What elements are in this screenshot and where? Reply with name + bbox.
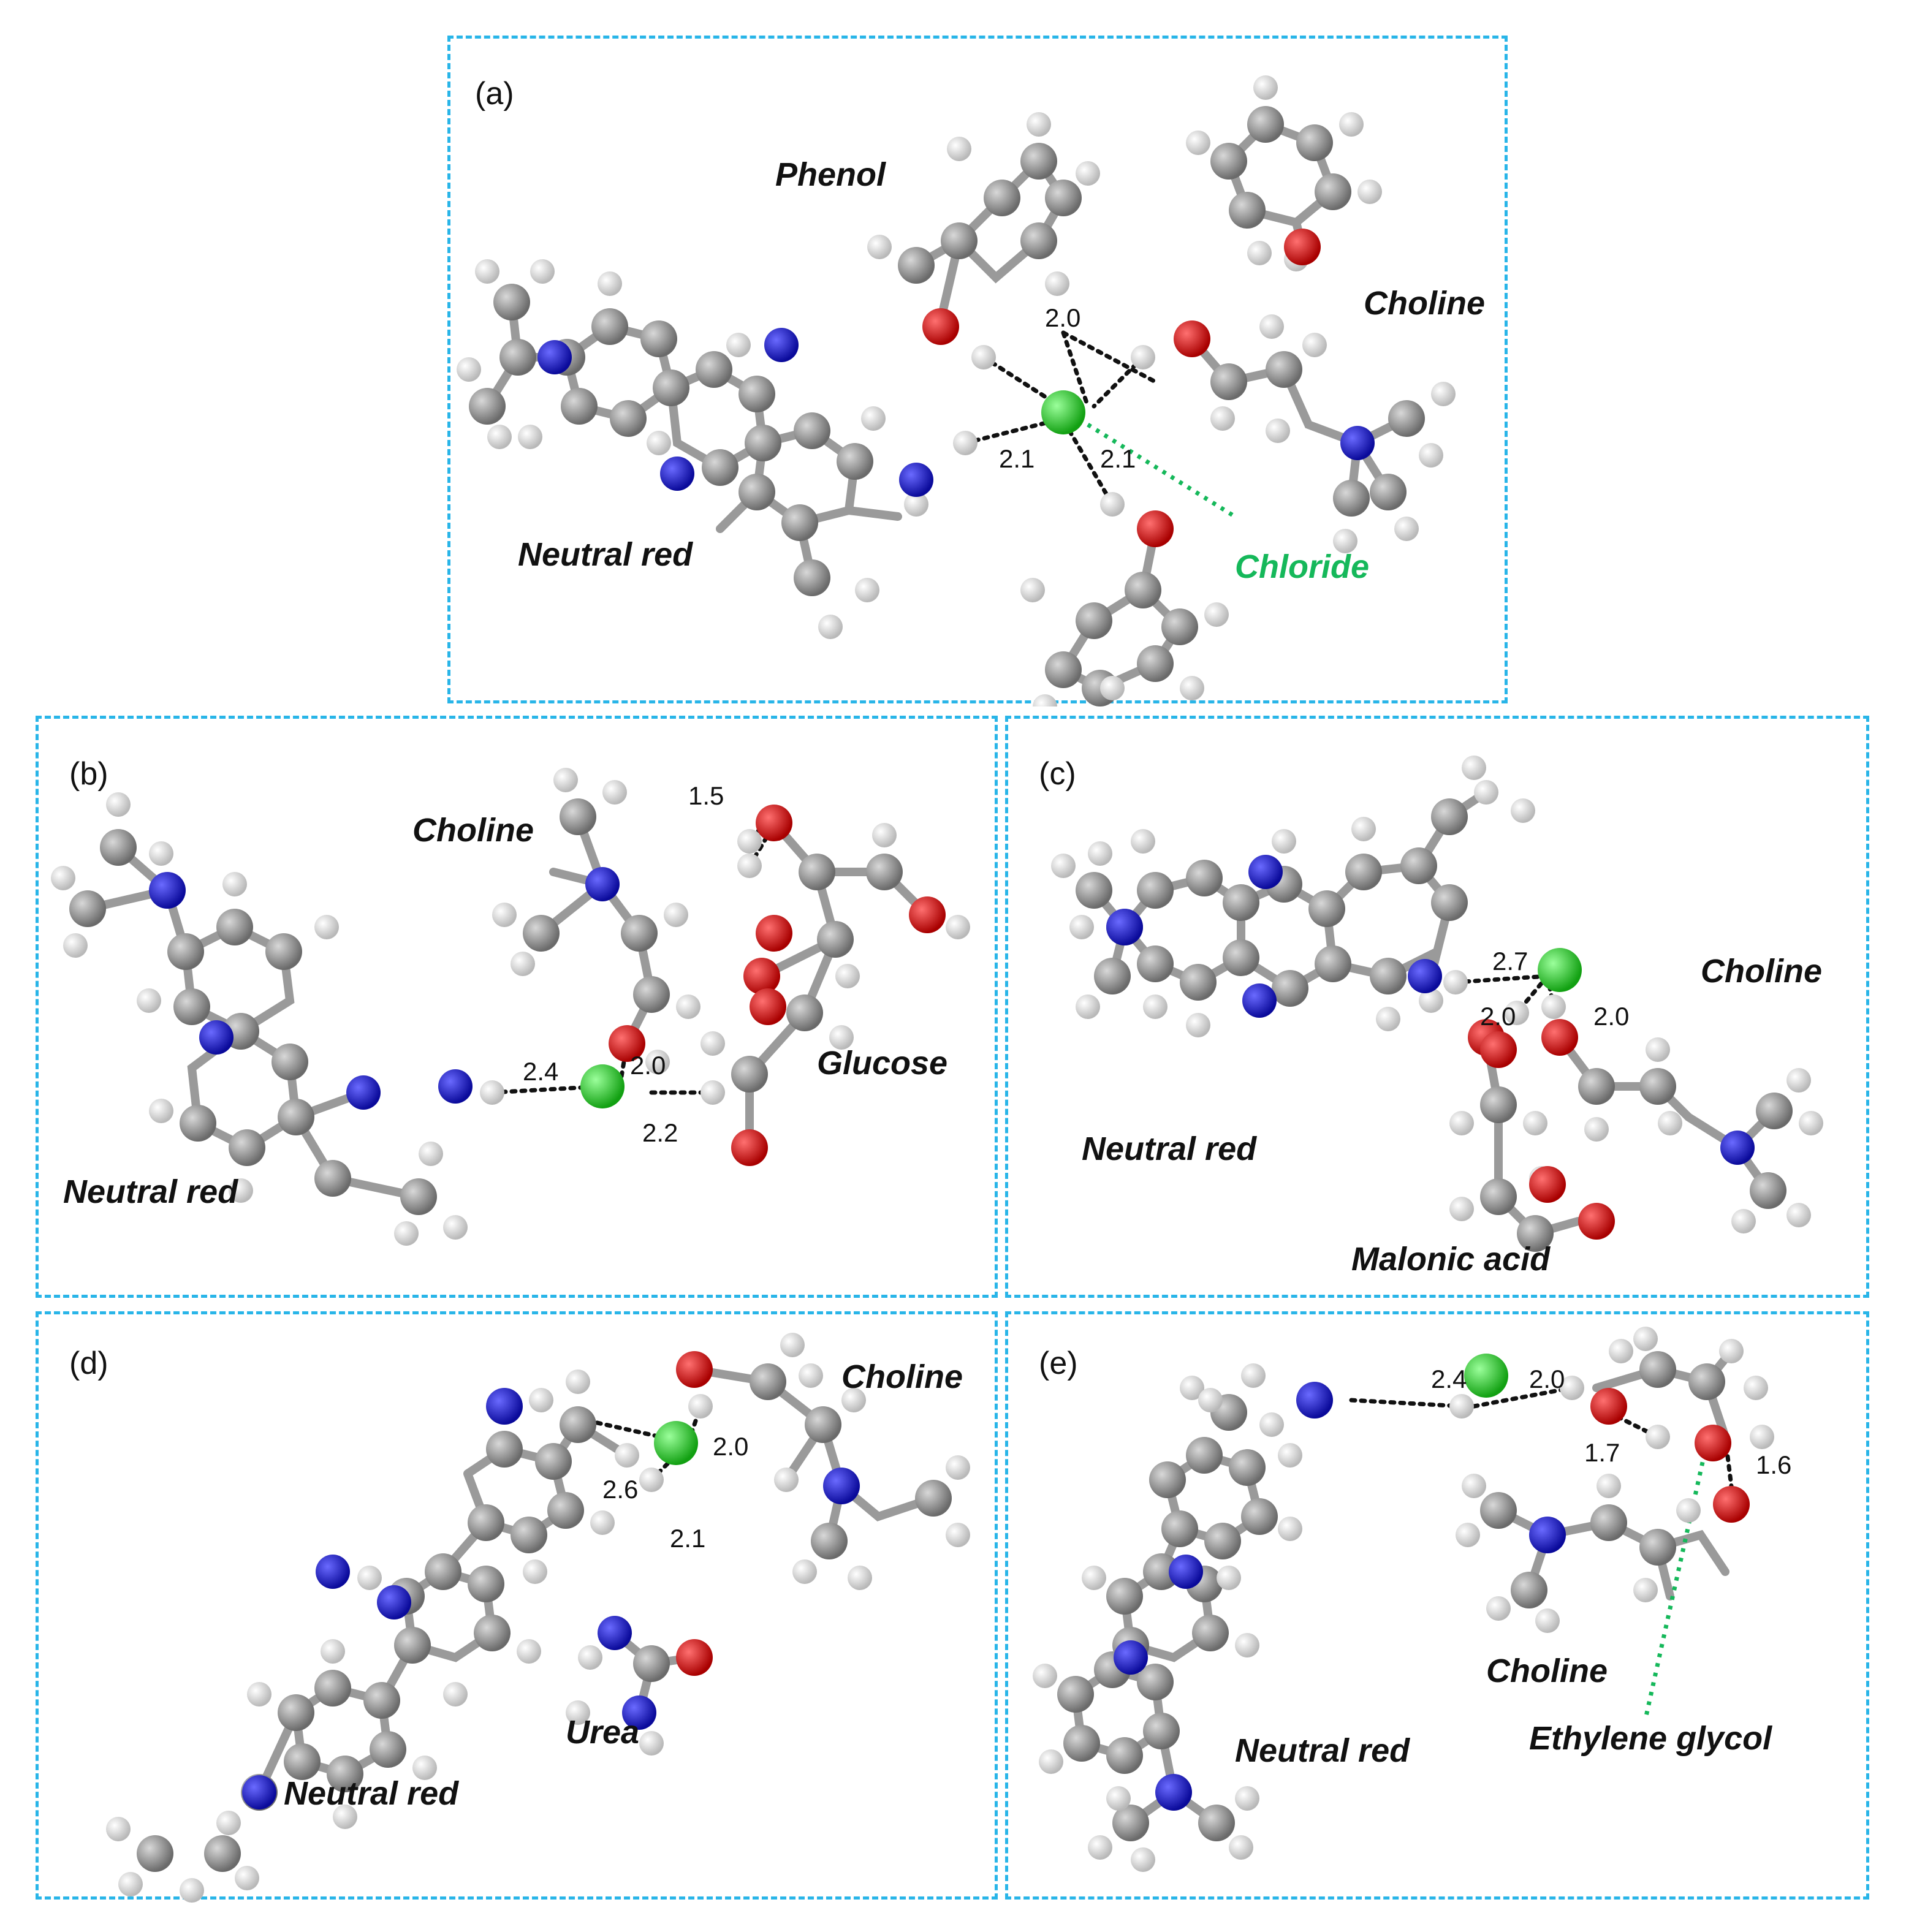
panel-d-label: (d) (69, 1346, 108, 1381)
distance-label: 2.7 (1492, 947, 1528, 975)
panel-c-diagram: Choline Neutral red Malonic acid 2.7 2.0… (1051, 756, 1823, 1278)
panel-b-label: (b) (69, 756, 108, 792)
distance-label: 2.1 (999, 444, 1035, 473)
oxygen-atoms (676, 1351, 713, 1676)
ethylene-glycol-pointer (1643, 1442, 1709, 1719)
distance-label: 2.0 (630, 1051, 666, 1080)
distance-label: 1.5 (688, 781, 724, 810)
hydrogen-atoms (1033, 1327, 1774, 1872)
oxygen-atoms (1468, 1019, 1615, 1240)
label-neutral-red: Neutral red (284, 1775, 459, 1812)
label-glucose: Glucose (817, 1045, 947, 1082)
panel-c: (c) (1005, 716, 1869, 1298)
hydrogen-atoms (106, 1333, 970, 1903)
panel-e-label: (e) (1039, 1346, 1078, 1381)
oxygen-atoms (1590, 1388, 1750, 1523)
panel-a-label: (a) (475, 76, 514, 112)
panel-b-diagram: Choline Glucose Neutral red 1.5 2.4 2.0 … (51, 768, 970, 1246)
label-neutral-red: Neutral red (1082, 1131, 1257, 1167)
oxygen-atoms (609, 805, 946, 1166)
hydrogen-atoms (51, 768, 970, 1246)
nitrogen-atoms (242, 1388, 860, 1809)
label-neutral-red: Neutral red (518, 536, 693, 573)
carbon-atoms (69, 798, 903, 1215)
carbon-atoms (469, 106, 1425, 707)
label-urea: Urea (566, 1714, 639, 1751)
distance-label: 2.0 (1480, 1002, 1516, 1031)
label-choline: Choline (1701, 953, 1822, 990)
hydrogen-bonds (1349, 1385, 1734, 1488)
panel-b: (b) (36, 716, 998, 1298)
panel-e-diagram: Choline Neutral red Ethylene glycol 2.4 … (1033, 1327, 1791, 1872)
distance-label: 2.0 (1529, 1365, 1565, 1393)
chloride-atom (1464, 1354, 1508, 1398)
label-choline: Choline (1486, 1653, 1608, 1689)
panel-e: (e) (1005, 1311, 1869, 1900)
panel-a-diagram: Phenol Choline Neutral red Chloride 2.0 … (457, 75, 1485, 707)
label-neutral-red: Neutral red (63, 1173, 238, 1210)
nitrogen-atoms (537, 328, 1375, 497)
panel-d-diagram: Choline Urea Neutral red 2.0 2.6 2.1 (106, 1333, 970, 1903)
label-malonic-acid: Malonic acid (1351, 1241, 1551, 1278)
label-neutral-red: Neutral red (1235, 1732, 1410, 1769)
panel-d: (d) (36, 1311, 998, 1903)
distance-label: 2.1 (1100, 444, 1136, 473)
distance-label: 2.0 (713, 1432, 748, 1461)
distance-label: 2.4 (523, 1057, 558, 1086)
carbon-atoms (1076, 798, 1793, 1252)
chloride-atom (654, 1421, 698, 1465)
distance-label: 2.2 (642, 1118, 678, 1147)
hydrogen-atoms (457, 75, 1456, 707)
distance-label: 1.6 (1756, 1450, 1791, 1479)
hydrogen-atoms (1051, 756, 1823, 1233)
label-chloride: Chloride (1235, 548, 1369, 585)
distance-label: 1.7 (1584, 1438, 1620, 1467)
distance-label: 2.0 (1593, 1002, 1629, 1031)
distance-label: 2.4 (1431, 1365, 1467, 1393)
label-choline: Choline (1364, 285, 1485, 322)
nitrogen-atoms (1106, 855, 1755, 1165)
distance-label: 2.1 (670, 1524, 705, 1553)
chloride-atom (1538, 948, 1582, 992)
label-choline: Choline (412, 812, 534, 849)
label-ethylene-glycol: Ethylene glycol (1529, 1720, 1772, 1757)
oxygen-atoms (922, 229, 1321, 547)
label-phenol: Phenol (775, 156, 886, 193)
chloride-atom (580, 1064, 625, 1108)
chloride-atom (1041, 390, 1085, 434)
panel-c-label: (c) (1039, 756, 1076, 792)
distance-label: 2.6 (602, 1475, 638, 1504)
nitrogen-atoms (1114, 1382, 1566, 1811)
label-choline: Choline (841, 1358, 963, 1395)
panel-a: (a) (447, 36, 1508, 707)
carbon-atoms (137, 1363, 952, 1872)
nitrogen-atoms (149, 867, 620, 1110)
distance-label: 2.0 (1045, 303, 1080, 332)
